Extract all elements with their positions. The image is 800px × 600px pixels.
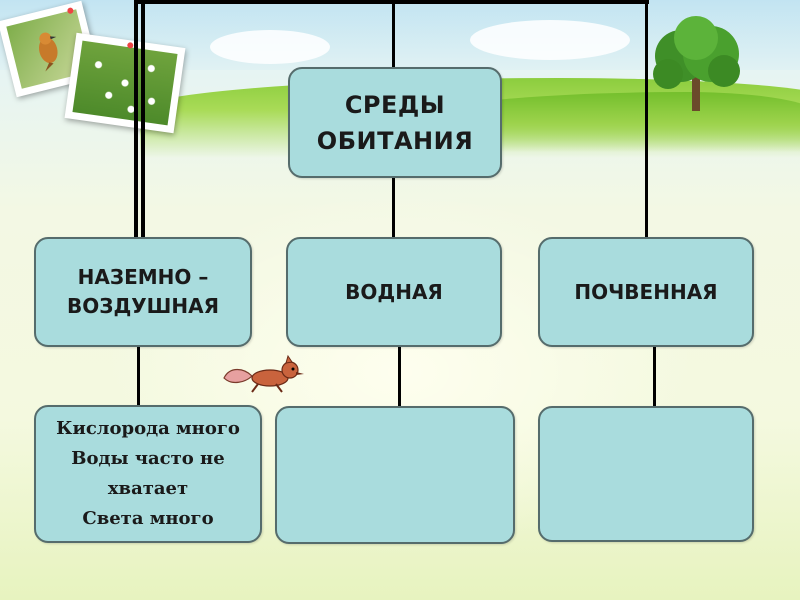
category-node-soil: ПОЧВЕННАЯ [538,237,754,347]
detail-line: Света много [82,508,214,529]
connector [141,0,145,238]
detail-node-water [275,406,515,544]
connector [137,345,140,407]
detail-text: Кислорода много Воды часто не хватает Св… [56,414,240,534]
connector [392,176,395,238]
root-node: СРЕДЫ ОБИТАНИЯ [288,67,502,178]
squirrel-icon [223,354,304,393]
category-node-water: ВОДНАЯ [286,237,502,347]
category-node-land-air: НАЗЕМНО – ВОЗДУШНАЯ [34,237,252,347]
bird-icon [38,32,58,72]
detail-line: Воды часто не [71,448,225,469]
connector [653,345,656,407]
category-label: ВОДНАЯ [345,279,443,304]
cloud [470,20,630,60]
tree-icon [653,16,740,111]
detail-node-land-air: Кислорода много Воды часто не хватает Св… [34,405,262,543]
connector [645,0,648,238]
connector [392,0,395,68]
root-label: СРЕДЫ ОБИТАНИЯ [316,90,474,155]
photo-bird [0,0,101,98]
cloud [210,30,330,64]
category-label: ПОЧВЕННАЯ [574,279,718,304]
detail-node-soil [538,406,754,542]
connector [398,345,401,407]
category-label: НАЗЕМНО – ВОЗДУШНАЯ [66,265,219,318]
detail-line: хватает [107,478,189,499]
connector [134,0,138,238]
photo-flowers [64,32,186,134]
detail-line: Кислорода много [56,418,240,439]
